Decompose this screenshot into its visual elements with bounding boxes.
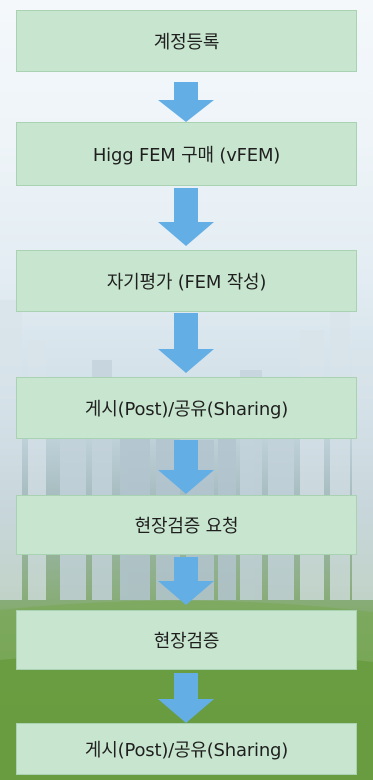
flow-step-purchase-higg-fem: Higg FEM 구매 (vFEM) xyxy=(16,122,357,186)
down-arrow-icon xyxy=(158,313,214,373)
flow-step-request-verification: 현장검증 요청 xyxy=(16,495,357,555)
flow-step-post-share: 게시(Post)/공유(Sharing) xyxy=(16,377,357,439)
down-arrow-icon xyxy=(158,557,214,605)
flow-step-onsite-verification: 현장검증 xyxy=(16,610,357,670)
flow-step-self-assessment: 자기평가 (FEM 작성) xyxy=(16,250,357,312)
down-arrow-icon xyxy=(158,440,214,494)
down-arrow-icon xyxy=(158,673,214,723)
down-arrow-icon xyxy=(158,82,214,122)
down-arrow-icon xyxy=(158,188,214,246)
flow-step-account-registration: 계정등록 xyxy=(16,10,357,72)
flow-step-post-share-final: 게시(Post)/공유(Sharing) xyxy=(16,723,357,775)
